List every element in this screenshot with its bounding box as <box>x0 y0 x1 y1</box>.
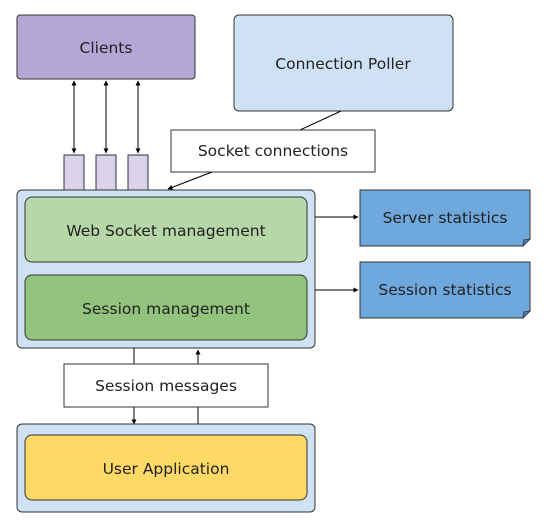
web-socket-management-label: Web Socket management <box>66 222 265 240</box>
session-management-box <box>24 274 308 341</box>
poller-connector-line <box>299 110 342 131</box>
socket-connector-2 <box>95 154 117 191</box>
socket-connections-arrow <box>167 171 213 190</box>
socket-connections-node: Socket connections <box>170 129 376 173</box>
session-management-node: Session management <box>24 274 308 341</box>
server-statistics-label: Server statistics <box>383 209 508 227</box>
session-management-label: Session management <box>82 300 250 318</box>
clients-label: Clients <box>80 39 133 57</box>
session-statistics-label: Session statistics <box>378 281 511 299</box>
session-statistics-node: Session statistics <box>359 261 532 320</box>
clients-box <box>16 14 196 80</box>
web-socket-management-box <box>24 196 308 263</box>
user-application-node: User Application <box>24 434 308 501</box>
session-messages-label: Session messages <box>95 377 237 395</box>
connection-poller-box <box>233 14 454 112</box>
server-statistics-fold <box>522 238 532 248</box>
socket-connector-3 <box>127 154 149 191</box>
clients-node: Clients <box>16 14 196 80</box>
session-messages-box <box>63 363 269 408</box>
session-messages-node: Session messages <box>63 363 269 408</box>
user-application-box <box>24 434 308 501</box>
server-statistics-node: Server statistics <box>359 189 532 248</box>
session-statistics-fold <box>522 310 532 320</box>
connection-poller-node: Connection Poller <box>233 14 454 112</box>
user-application-label: User Application <box>103 460 230 478</box>
socket-connections-box <box>170 129 376 173</box>
socket-connections-label: Socket connections <box>198 142 348 160</box>
connection-poller-label: Connection Poller <box>275 55 411 73</box>
socket-connector-1 <box>63 154 85 191</box>
web-socket-management-node: Web Socket management <box>24 196 308 263</box>
